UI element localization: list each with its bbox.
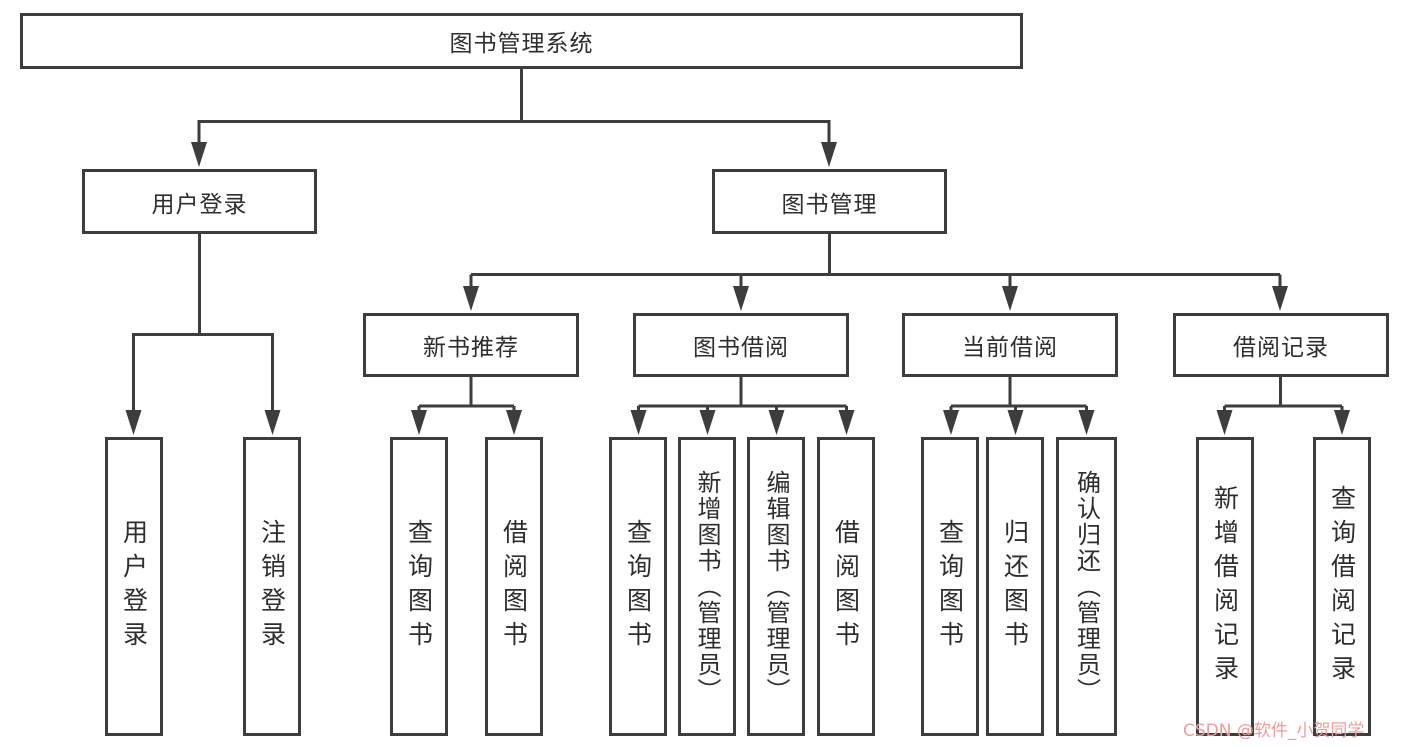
leaf-query-book-current: 查询图书 — [921, 437, 979, 736]
connector-current-borrow-to-leaves — [943, 377, 1095, 435]
connector-root-to-level2 — [191, 69, 837, 167]
connector-borrow-record-to-leaves — [1216, 377, 1350, 435]
leaf-query-book-borrow: 查询图书 — [609, 437, 667, 736]
node-current-borrow: 当前借阅 — [902, 313, 1118, 377]
connector-new-book-to-leaves — [411, 377, 522, 435]
node-root-system: 图书管理系统 — [20, 13, 1023, 69]
leaf-borrow-book-borrow: 借阅图书 — [817, 437, 875, 736]
leaf-add-book-admin: 新增图书（管理员） — [678, 437, 736, 736]
leaf-user-login: 用户登录 — [105, 437, 163, 736]
node-book-management: 图书管理 — [712, 169, 947, 234]
leaf-return-book: 归还图书 — [986, 437, 1044, 736]
node-book-borrow: 图书借阅 — [633, 313, 849, 377]
node-user-login: 用户登录 — [82, 169, 317, 234]
leaf-logout-login: 注销登录 — [243, 437, 301, 736]
leaf-query-book-recommend: 查询图书 — [390, 437, 448, 736]
leaf-edit-book-admin: 编辑图书（管理员） — [747, 437, 805, 736]
connector-user-login-to-leaves — [125, 234, 281, 435]
node-new-book-recommend: 新书推荐 — [363, 313, 579, 377]
leaf-add-borrow-record: 新增借阅记录 — [1196, 437, 1254, 736]
leaf-confirm-return-admin: 确认归还（管理员） — [1056, 437, 1117, 736]
node-borrow-record: 借阅记录 — [1173, 313, 1389, 377]
leaf-query-borrow-record: 查询借阅记录 — [1313, 437, 1371, 736]
connector-book-borrow-to-leaves — [630, 377, 855, 435]
leaf-borrow-book-recommend: 借阅图书 — [485, 437, 543, 736]
connector-book-mgmt-to-level3 — [463, 234, 1288, 311]
csdn-watermark: CSDN @软件_小贺同学 — [1183, 721, 1365, 741]
